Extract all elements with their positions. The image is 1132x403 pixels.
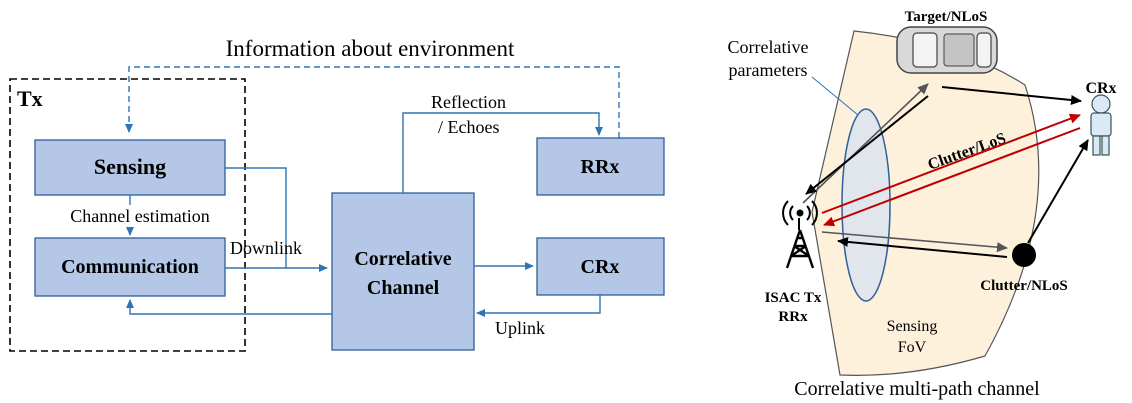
clutter-nlos-object bbox=[1012, 243, 1036, 267]
target-to-crx-path bbox=[941, 86, 1082, 105]
reflection-label-line1: Reflection bbox=[431, 92, 506, 112]
tower-to-target-path bbox=[802, 83, 929, 204]
correlative-parameters-label-line1: Correlative bbox=[728, 37, 809, 57]
target-car-icon bbox=[896, 26, 998, 74]
correlative-channel-label-line2: Channel bbox=[367, 277, 440, 299]
correlative-channel-label-line1: Correlative bbox=[354, 248, 451, 270]
uplink-to-communication-arrow bbox=[126, 299, 332, 315]
los-tower-to-crx bbox=[821, 113, 1081, 214]
crx-person-label: CRx bbox=[1085, 80, 1116, 97]
channel-estimation-label-bg bbox=[44, 205, 234, 227]
environment-info-feedback-line bbox=[125, 66, 620, 138]
communication-label: Communication bbox=[61, 256, 199, 278]
sensing-fov-label-line2: FoV bbox=[898, 339, 927, 356]
sensing-label: Sensing bbox=[94, 154, 166, 179]
channel-estimation-label: Channel estimation bbox=[70, 206, 209, 226]
correlative-channel-block bbox=[331, 192, 475, 351]
clutter-nlos-label: Clutter/NLoS bbox=[980, 278, 1068, 294]
isac-tower-icon bbox=[782, 200, 818, 269]
clutter-to-crx-path bbox=[1027, 139, 1089, 244]
target-to-tower-echo bbox=[805, 95, 929, 195]
sensing-fov-label-line1: Sensing bbox=[887, 318, 938, 335]
crx-label: CRx bbox=[581, 256, 620, 278]
tx-label: Tx bbox=[17, 86, 43, 111]
isac-tx-label: ISAC Tx bbox=[765, 290, 822, 306]
communication-block bbox=[34, 237, 226, 297]
clutter-to-tower-echo bbox=[837, 236, 1008, 258]
right-diagram-caption: Correlative multi-path channel bbox=[794, 378, 1040, 400]
sensing-downlink-line bbox=[225, 167, 287, 268]
correlative-parameters-leader bbox=[811, 76, 859, 116]
sensing-block bbox=[34, 139, 226, 196]
los-crx-to-tower bbox=[823, 127, 1081, 227]
downlink-label: Downlink bbox=[230, 238, 302, 258]
correlative-parameters-ellipse bbox=[841, 108, 891, 302]
target-nlos-label: Target/NLoS bbox=[905, 9, 988, 25]
rrx-block bbox=[536, 137, 665, 196]
reflection-arrow bbox=[402, 112, 603, 193]
crx-block bbox=[536, 237, 665, 296]
uplink-arrow bbox=[476, 295, 601, 317]
left-block-diagram: Information about environment Tx Sensing… bbox=[9, 36, 665, 352]
person-icon bbox=[1090, 94, 1112, 156]
correlative-parameters-label-line2: parameters bbox=[729, 60, 808, 80]
tower-to-clutter-path bbox=[821, 231, 1008, 253]
uplink-label: Uplink bbox=[495, 318, 545, 338]
right-scene-diagram: Correlative parameters Target/NLoS CRx I… bbox=[728, 9, 1117, 400]
isac-rrx-label: RRx bbox=[778, 309, 808, 325]
rrx-label: RRx bbox=[581, 156, 620, 178]
info-environment-label: Information about environment bbox=[226, 36, 515, 61]
reflection-label-line2: / Echoes bbox=[438, 117, 499, 137]
